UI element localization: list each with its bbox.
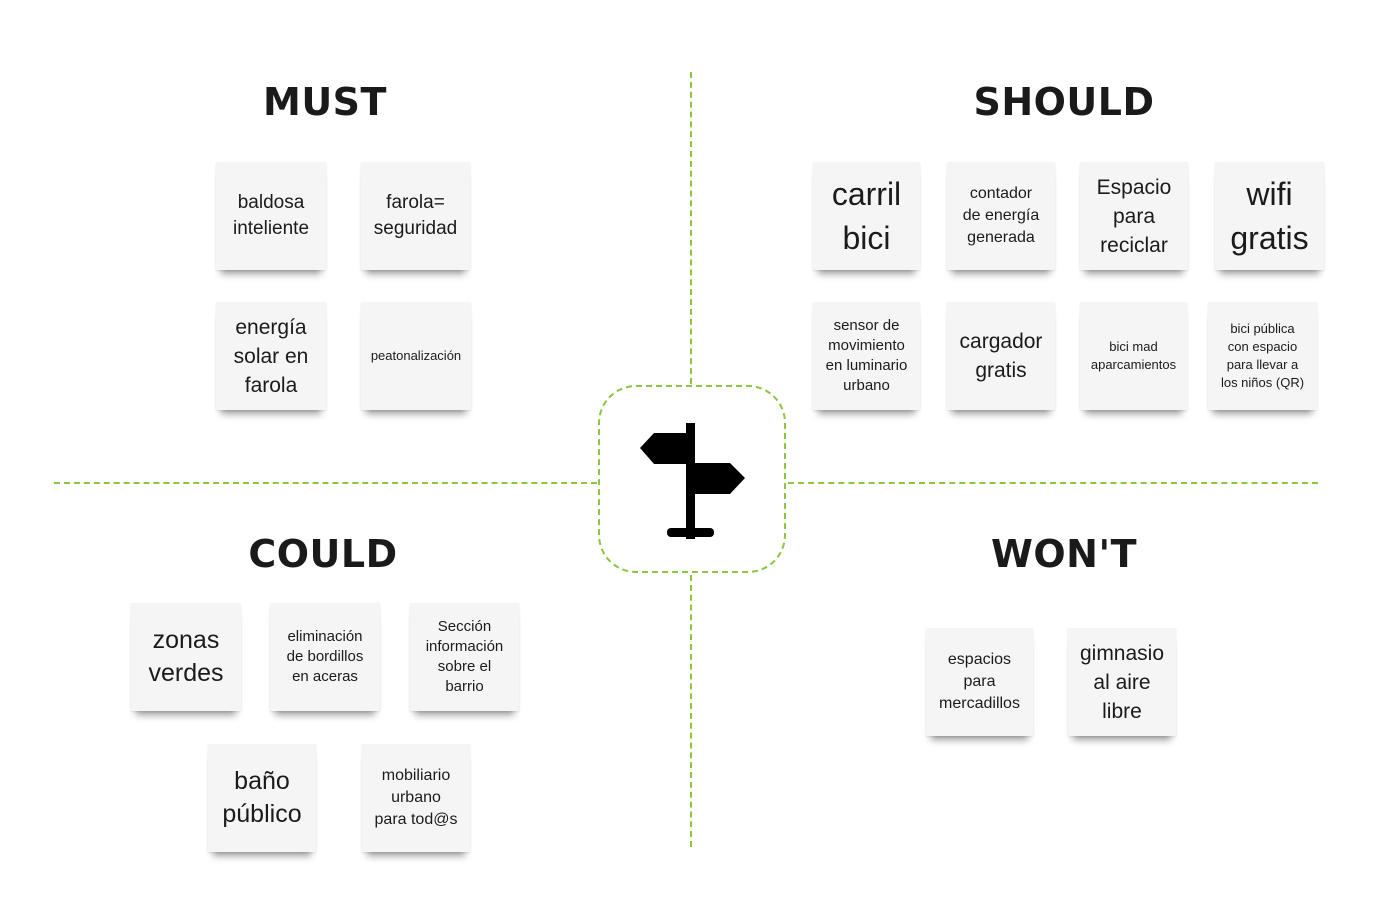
note-text: baldosa inteliente: [232, 192, 310, 239]
sticky-note[interactable]: bici pública con espacio para llevar a l…: [1208, 302, 1317, 410]
sticky-note[interactable]: baño público: [208, 744, 316, 852]
sticky-note[interactable]: cargador gratis: [947, 302, 1055, 410]
sticky-note[interactable]: Sección información sobre el barrio: [410, 603, 519, 711]
note-text: eliminación de bordillos en aceras: [286, 628, 364, 685]
signpost-icon: [640, 423, 745, 539]
note-text: sensor de movimiento en luminario urbano: [825, 317, 908, 394]
vertical-divider-top: [690, 72, 692, 384]
note-text: bici pública con espacio para llevar a l…: [1220, 321, 1305, 390]
note-text: Sección información sobre el barrio: [425, 618, 504, 695]
note-text: cargador gratis: [959, 330, 1043, 382]
sticky-note[interactable]: carril bici: [813, 162, 920, 270]
sticky-note[interactable]: mobiliario urbano para tod@s: [362, 744, 470, 852]
sticky-note[interactable]: Espacio para reciclar: [1080, 162, 1188, 270]
sticky-note[interactable]: farola= seguridad: [361, 162, 470, 270]
note-text: mobiliario urbano para tod@s: [374, 767, 458, 828]
horizontal-divider-left: [54, 482, 597, 484]
note-text: bici mad aparcamientos: [1090, 339, 1177, 372]
sticky-note[interactable]: wifi gratis: [1215, 162, 1324, 270]
vertical-divider-bottom: [690, 575, 692, 847]
sticky-note[interactable]: eliminación de bordillos en aceras: [270, 603, 380, 711]
sticky-note[interactable]: espacios para mercadillos: [926, 628, 1033, 736]
note-text: carril bici: [831, 176, 902, 256]
center-signpost-frame: [598, 385, 786, 573]
sticky-note[interactable]: energía solar en farola: [216, 302, 326, 410]
must-heading: MUST: [263, 80, 387, 124]
sticky-note[interactable]: baldosa inteliente: [216, 162, 326, 270]
sticky-note[interactable]: gimnasio al aire libre: [1068, 628, 1176, 736]
note-text: zonas verdes: [148, 626, 224, 687]
sticky-note[interactable]: bici mad aparcamientos: [1080, 302, 1187, 410]
note-text: farola= seguridad: [373, 192, 458, 239]
note-text: espacios para mercadillos: [939, 651, 1020, 712]
sticky-note[interactable]: sensor de movimiento en luminario urbano: [813, 302, 920, 410]
note-text: contador de energía generada: [962, 185, 1040, 246]
wont-heading: WON'T: [990, 532, 1138, 576]
should-heading: SHOULD: [973, 80, 1155, 124]
note-text: peatonalización: [370, 348, 462, 363]
sticky-note[interactable]: contador de energía generada: [947, 162, 1055, 270]
note-text: energía solar en farola: [233, 315, 309, 397]
note-text: gimnasio al aire libre: [1079, 641, 1165, 723]
sticky-note[interactable]: zonas verdes: [131, 603, 241, 711]
could-heading: COULD: [248, 532, 398, 576]
note-text: baño público: [222, 767, 302, 828]
horizontal-divider-right: [788, 482, 1318, 484]
note-text: wifi gratis: [1230, 176, 1309, 256]
note-text: Espacio para reciclar: [1096, 175, 1172, 257]
sticky-note[interactable]: peatonalización: [361, 302, 471, 410]
